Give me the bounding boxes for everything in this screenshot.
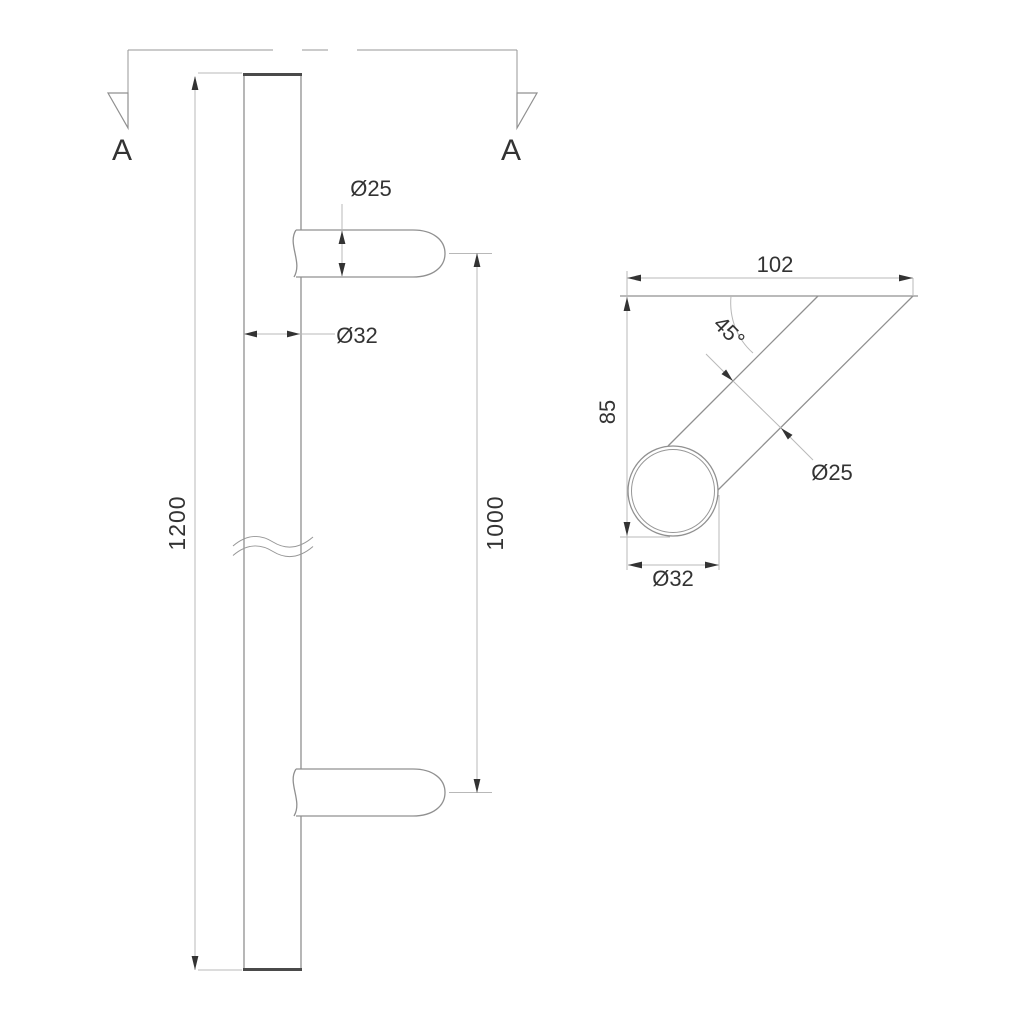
section-arrow-right-icon: [516, 92, 539, 131]
front-view: A A Ø25: [106, 49, 539, 971]
arrowhead-up-icon: [338, 230, 346, 244]
arrowhead-up-icon: [473, 253, 481, 267]
dim-text-tube-diameter: Ø32: [652, 566, 694, 591]
angle-arc: [730, 295, 754, 354]
arrowhead-right-icon: [705, 561, 719, 569]
dim-text-support-spacing: 1000: [482, 495, 508, 550]
arrowhead-up-icon: [623, 297, 631, 311]
arrowhead-down-icon: [191, 956, 199, 970]
handle-bar-outline: [232, 73, 314, 971]
dim-text-overall-length: 1200: [164, 495, 190, 550]
arrowhead-left-icon: [627, 274, 641, 282]
upper-support-outline: [292, 229, 446, 278]
upper-support-break-wave: [292, 229, 298, 278]
dim-text-projection-width: 102: [757, 252, 794, 277]
section-cut-line: A A: [106, 49, 539, 167]
arrowhead-diagonal-icon: [781, 428, 793, 440]
support-lower-edge: [717, 295, 914, 491]
arrowhead-up-icon: [191, 76, 199, 90]
tube-outer-circle: [627, 445, 719, 537]
dimension-bar-diameter: Ø32: [244, 323, 378, 348]
dim-text-bar-diameter: Ø32: [336, 323, 378, 348]
support-upper-edge: [667, 295, 819, 447]
section-view: 102 85 Ø32 45°: [595, 252, 918, 591]
dimension-overall-length: 1200: [164, 72, 242, 971]
dimension-projection-width: 102: [627, 252, 914, 296]
arrowhead-down-icon: [623, 522, 631, 536]
dim-text-section-support-diameter: Ø25: [811, 460, 853, 485]
arrowhead-right-icon: [287, 330, 300, 338]
dimension-section-support-diameter: Ø25: [732, 380, 853, 485]
section-label-left: A: [112, 134, 132, 167]
bar-break-wave-upper: [232, 536, 314, 548]
arrowhead-down-icon: [338, 263, 346, 277]
arrowhead-down-icon: [473, 779, 481, 793]
bar-break-wave-lower: [232, 545, 314, 558]
dim-text-support-diameter: Ø25: [350, 176, 392, 201]
dimension-tube-diameter: Ø32: [628, 495, 720, 591]
arrowhead-right-icon: [899, 274, 913, 282]
lower-support-break-wave: [292, 768, 298, 817]
dim-text-support-angle: 45°: [709, 311, 750, 352]
arrowhead-left-icon: [628, 561, 642, 569]
arrowhead-left-icon: [244, 330, 257, 338]
arrowhead-diagonal-icon: [721, 369, 733, 381]
dimension-offset-height: 85: [595, 271, 670, 570]
section-arrow-left-icon: [106, 92, 129, 131]
section-label-right: A: [501, 134, 521, 167]
tube-inner-circle: [631, 449, 715, 533]
dimension-support-spacing: 1000: [449, 253, 508, 793]
dim-text-offset-height: 85: [595, 400, 620, 424]
dimension-support-diameter: Ø25: [338, 176, 392, 277]
lower-support-outline: [292, 768, 446, 817]
